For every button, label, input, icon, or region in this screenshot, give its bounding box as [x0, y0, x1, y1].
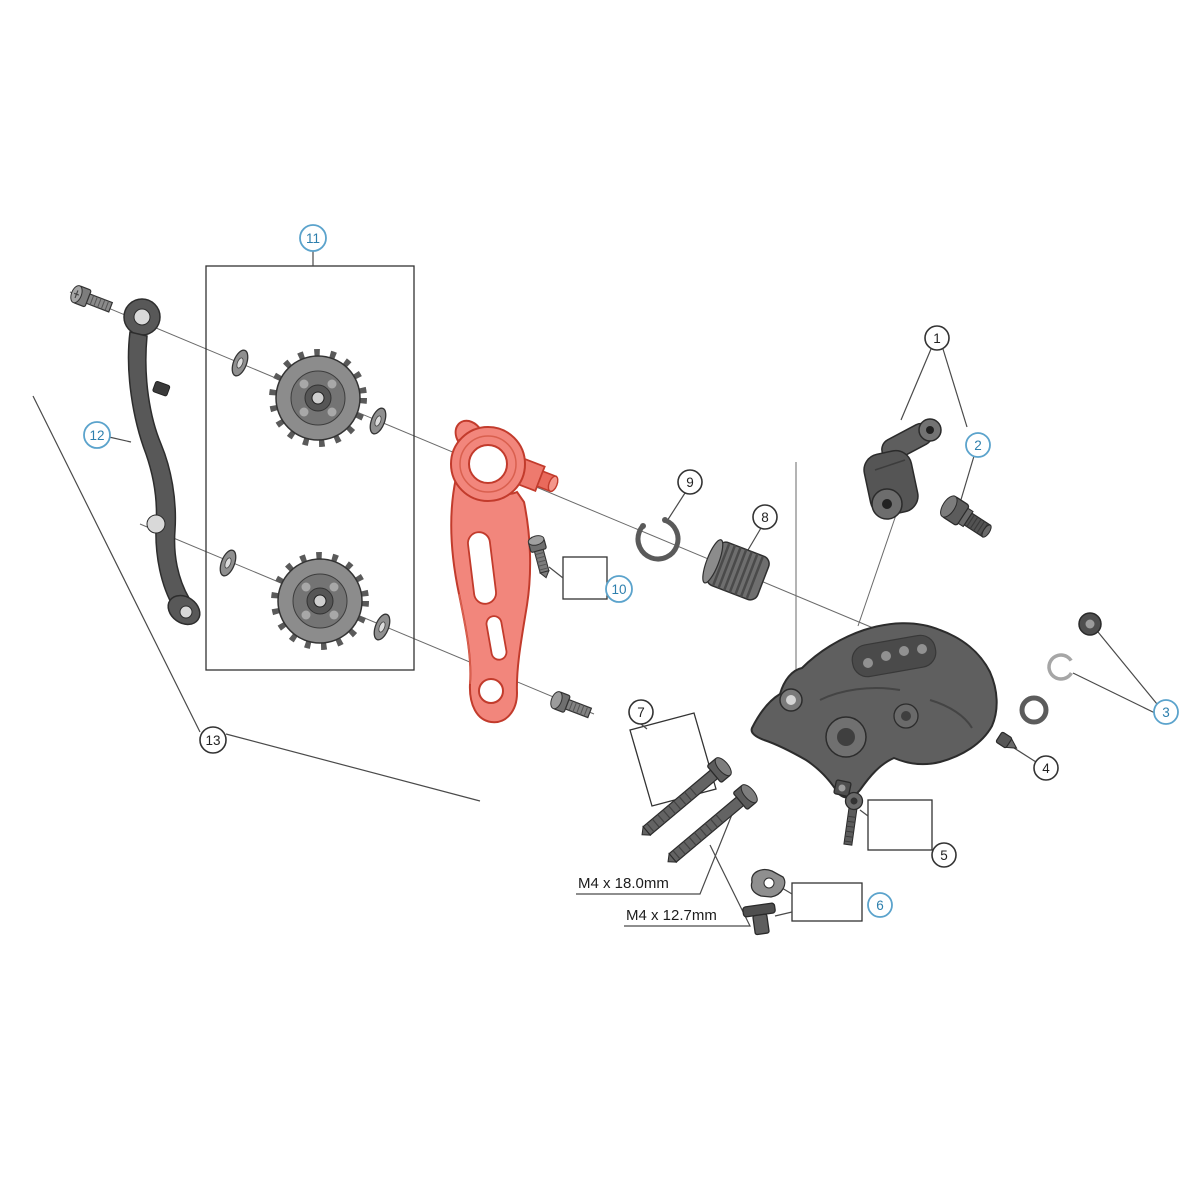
svg-text:2: 2 [974, 438, 982, 453]
leader-1b [942, 348, 968, 428]
group-11-box [205, 265, 415, 671]
bracket-fixing-bolt [940, 495, 992, 538]
svg-text:7: 7 [637, 705, 645, 720]
cage-bolt-lower [550, 691, 593, 719]
leader-7 [640, 723, 648, 730]
callout-5: 5 [931, 842, 957, 868]
group-5-box [867, 799, 933, 851]
callout-13: 13 [199, 726, 227, 754]
callout-12: 12 [83, 421, 111, 449]
mounting-bolt-1 [641, 757, 732, 836]
group-7-box [629, 712, 717, 807]
callout-1: 1 [924, 325, 950, 351]
leader-dim-127 [624, 844, 751, 927]
callout-7: 7 [628, 699, 654, 725]
leader-5 [859, 809, 869, 817]
bracket-body-line [857, 511, 898, 627]
leader-4 [1013, 747, 1037, 763]
leader-dim-18 [576, 801, 738, 895]
callout-3: 3 [1153, 699, 1179, 725]
pulley-washers [219, 349, 391, 641]
leader-10 [548, 566, 564, 579]
callout-4: 4 [1033, 755, 1059, 781]
leader-8 [747, 527, 762, 551]
derailleur-body [750, 622, 998, 799]
stopper-plate-and-bolt [833, 779, 864, 846]
group-10-box [562, 556, 608, 600]
svg-text:10: 10 [611, 582, 626, 597]
callout-9: 9 [677, 469, 703, 495]
dim-label-m4-127mm: M4 x 12.7mm [626, 907, 717, 924]
callout-leaders [108, 348, 1158, 927]
plate-tab [152, 380, 171, 397]
group-13-bracket-lines [32, 395, 481, 802]
axis-line-lower [139, 523, 595, 715]
guide-pulley-upper [269, 349, 367, 447]
leader-3a [1097, 631, 1158, 705]
inner-cage-plate [123, 298, 201, 626]
leader-12 [108, 436, 132, 443]
callout-8: 8 [752, 504, 778, 530]
cable-fixing-parts [742, 868, 786, 936]
leader-3b [1072, 672, 1156, 714]
fixing-bolt [742, 902, 776, 936]
callout-11: 11 [299, 224, 327, 252]
svg-text:5: 5 [940, 848, 948, 863]
svg-text:9: 9 [686, 475, 694, 490]
svg-text:1: 1 [933, 331, 941, 346]
svg-text:13: 13 [205, 733, 220, 748]
adjuster-small-parts [1019, 612, 1102, 725]
tension-pulley-lower [271, 552, 369, 650]
leader-9 [666, 492, 686, 522]
callout-10: 10 [605, 575, 633, 603]
leader-2 [959, 455, 975, 504]
dim-label-m4-18mm: M4 x 18.0mm [578, 875, 669, 892]
group-6-box [791, 882, 863, 922]
svg-text:12: 12 [89, 428, 104, 443]
leader-1a [900, 348, 932, 421]
outer-cage-plate-highlighted [450, 419, 559, 724]
bracket-link-assembly [863, 418, 942, 520]
seal-ring [1019, 695, 1049, 725]
callout-6: 6 [867, 892, 893, 918]
mounting-bolts [641, 757, 758, 863]
callout-2: 2 [965, 432, 991, 458]
snap-ring [635, 516, 681, 562]
svg-text:11: 11 [306, 231, 320, 246]
cage-pivot-screw [527, 535, 550, 579]
svg-text:8: 8 [761, 510, 769, 525]
small-plug-bolt [995, 731, 1018, 749]
threaded-bushing [702, 539, 770, 601]
svg-text:3: 3 [1162, 705, 1170, 720]
mounting-bolt-2 [667, 784, 758, 863]
group-13-line-left [32, 395, 201, 733]
wave-washer [1047, 653, 1075, 681]
group-13-line-right [225, 733, 481, 802]
stopper-bolt [843, 791, 864, 846]
svg-text:6: 6 [876, 898, 884, 913]
svg-text:4: 4 [1042, 761, 1050, 776]
cage-stopper-screw [70, 285, 114, 313]
leader-6b [774, 911, 793, 917]
